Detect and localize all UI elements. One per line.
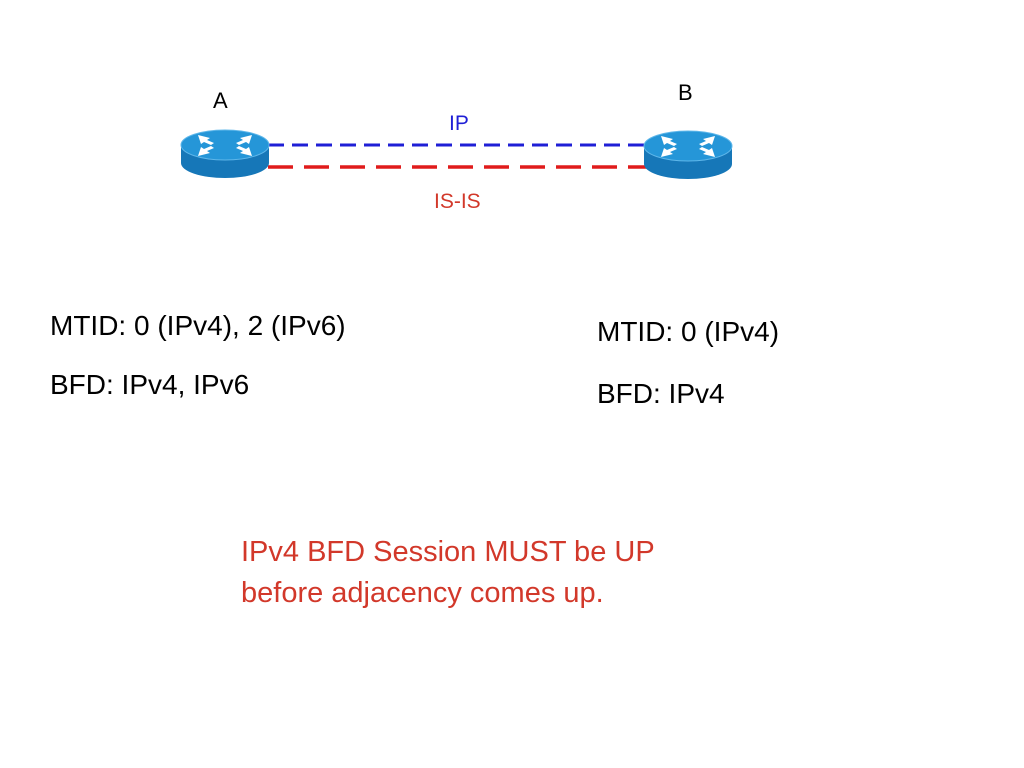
router-a-mtid: MTID: 0 (IPv4), 2 (IPv6) — [50, 310, 346, 341]
router-b-mtid: MTID: 0 (IPv4) — [597, 316, 780, 347]
bfd-note-line-2: before adjacency comes up. — [241, 577, 604, 609]
router-b-bfd: BFD: IPv4 — [597, 378, 725, 409]
router-a-icon — [180, 129, 270, 178]
bfd-note-line-1: IPv4 BFD Session MUST be UP — [241, 536, 655, 568]
router-a-bfd: BFD: IPv4, IPv6 — [50, 369, 250, 400]
ip-link-label: IP — [449, 112, 469, 135]
router-b-label: B — [678, 80, 693, 105]
router-b-icon — [643, 130, 733, 179]
isis-link-label: IS-IS — [434, 190, 481, 213]
bfd-note: IPv4 BFD Session MUST be UP before adjac… — [241, 532, 655, 614]
router-a-label: A — [213, 88, 228, 113]
